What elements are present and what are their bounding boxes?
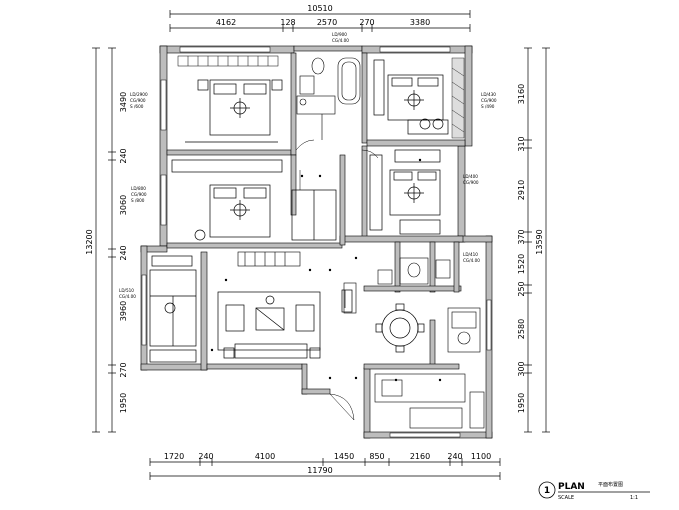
kitchen (374, 307, 485, 429)
w-bedroom-bed (171, 159, 337, 241)
left-segment-dims: 3490 240 3060 240 3960 270 1950 (119, 92, 128, 413)
right-seg-6: 250 (517, 281, 526, 296)
right-seg-1: 3160 (517, 84, 526, 104)
right-segment-dims: 3160 310 2910 370 1520 250 2580 300 1950 (517, 84, 526, 413)
label-w-3: S /800 (131, 198, 145, 203)
bottom-dimension-lines (149, 458, 501, 480)
wardrobe-ml (177, 55, 279, 67)
bottom-seg-5: 850 (369, 452, 384, 461)
left-seg-2: 240 (119, 148, 128, 163)
study (149, 255, 197, 363)
label-ne-2: CG/900 (481, 98, 497, 103)
label-master-1: LD/2900 (130, 92, 148, 97)
right-total-dim: 13590 (535, 229, 544, 254)
bottom-total-dim: 11790 (307, 466, 332, 475)
bottom-segment-dims: 1720 240 4100 1450 850 2160 240 1100 (164, 452, 491, 461)
plan-number: 1 (544, 486, 550, 496)
label-master-2: CG/900 (130, 98, 146, 103)
label-bed-e: LD/400 CG/900 (463, 174, 479, 185)
top-seg-4: 270 (359, 18, 374, 27)
label-kitchen: LD/410 CG/4.00 (463, 252, 480, 263)
label-top-center-2: CG/4.00 (332, 38, 349, 43)
label-study-2: CG/4.00 (119, 294, 136, 299)
left-seg-4: 240 (119, 245, 128, 260)
north-symbol-icon (538, 481, 556, 499)
right-seg-8: 300 (517, 361, 526, 376)
top-segment-dims: 4162 128 2570 270 3380 (216, 18, 430, 27)
left-seg-1: 3490 (119, 92, 128, 112)
bottom-seg-1: 1720 (164, 452, 184, 461)
label-kitchen-1: LD/410 (463, 252, 478, 257)
right-seg-3: 2910 (517, 180, 526, 200)
bottom-seg-3: 4100 (255, 452, 275, 461)
left-seg-3: 3060 (119, 195, 128, 215)
label-top-center: LD/900 CG/4.00 (332, 32, 349, 43)
top-seg-1: 4162 (216, 18, 236, 27)
light-fixtures (210, 158, 442, 382)
bottom-seg-4: 1450 (334, 452, 354, 461)
plan-subtitle: 平面布置图 (598, 481, 623, 488)
left-seg-7: 1950 (119, 393, 128, 413)
label-bed-ne: LD/430 CG/900 S /490 (481, 92, 497, 109)
right-seg-5: 1520 (517, 254, 526, 274)
bottom-seg-7: 240 (447, 452, 462, 461)
left-total-dim: 13200 (85, 229, 94, 254)
top-total-dim: 10510 (307, 4, 332, 13)
dining-table (341, 289, 425, 353)
title-block: 1 PLAN SCALE 平面布置图 1:1 (538, 481, 650, 501)
label-master-3: S /600 (130, 104, 144, 109)
living-room (217, 291, 321, 359)
master-bath (296, 57, 361, 140)
small-bath (377, 257, 451, 285)
bottom-seg-8: 1100 (471, 452, 491, 461)
windows (141, 46, 492, 438)
right-seg-7: 2580 (517, 319, 526, 339)
label-ne-1: LD/430 (481, 92, 496, 97)
left-seg-6: 270 (119, 362, 128, 377)
label-e-2: CG/900 (463, 180, 479, 185)
top-dimension-lines (169, 10, 471, 32)
plan-title: PLAN (558, 482, 585, 492)
door-swings (295, 139, 379, 421)
label-ne-3: S /490 (481, 104, 495, 109)
label-bed-w: LD/800 CG/900 S /800 (131, 186, 147, 203)
top-seg-5: 3380 (410, 18, 430, 27)
e-bedroom-bed (369, 149, 441, 235)
left-seg-5: 3960 (119, 301, 128, 321)
ne-balcony (451, 57, 465, 139)
label-top-center-1: LD/900 (332, 32, 347, 37)
label-e-1: LD/400 (463, 174, 478, 179)
bottom-seg-2: 240 (198, 452, 213, 461)
left-dimension-lines (92, 47, 116, 433)
label-study-1: LD/510 (119, 288, 134, 293)
label-study: LD/510 CG/4.00 (119, 288, 136, 299)
ne-bedroom-bed (373, 59, 449, 135)
label-w-1: LD/800 (131, 186, 146, 191)
right-dimension-lines (524, 47, 550, 433)
scale-value: 1:1 (630, 495, 638, 501)
label-kitchen-2: CG/4.00 (463, 258, 480, 263)
scale-label: SCALE (558, 495, 574, 501)
right-seg-4: 370 (517, 229, 526, 244)
master-bed (185, 79, 283, 143)
label-w-2: CG/900 (131, 192, 147, 197)
bottom-seg-6: 2160 (410, 452, 430, 461)
top-seg-2: 128 (280, 18, 295, 27)
right-seg-2: 310 (517, 136, 526, 151)
corridor (237, 251, 357, 314)
right-seg-9: 1950 (517, 393, 526, 413)
top-seg-3: 2570 (317, 18, 337, 27)
label-master-bed: LD/2900 CG/900 S /600 (130, 92, 148, 109)
